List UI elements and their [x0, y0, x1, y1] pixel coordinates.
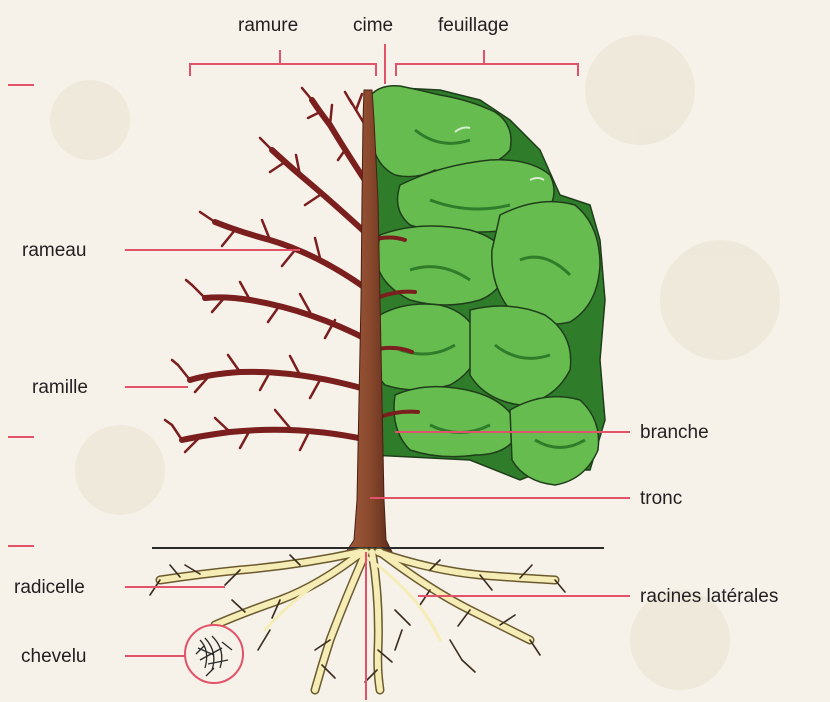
label-racines-laterales: racines latérales: [640, 587, 778, 606]
foliage: [370, 86, 605, 485]
feuillage-bracket: [396, 50, 578, 76]
label-ramille: ramille: [32, 378, 88, 397]
ramure-bracket: [190, 50, 376, 76]
label-chevelu: chevelu: [21, 647, 87, 666]
label-ramure: ramure: [238, 16, 298, 35]
label-feuillage: feuillage: [438, 16, 509, 35]
label-rameau: rameau: [22, 241, 86, 260]
margin-ticks: [8, 85, 34, 546]
chevelu-detail: [185, 625, 243, 683]
bare-branches: [165, 88, 368, 452]
label-cime: cime: [353, 16, 393, 35]
label-radicelle: radicelle: [14, 578, 85, 597]
label-branche: branche: [640, 423, 709, 442]
label-tronc: tronc: [640, 489, 682, 508]
